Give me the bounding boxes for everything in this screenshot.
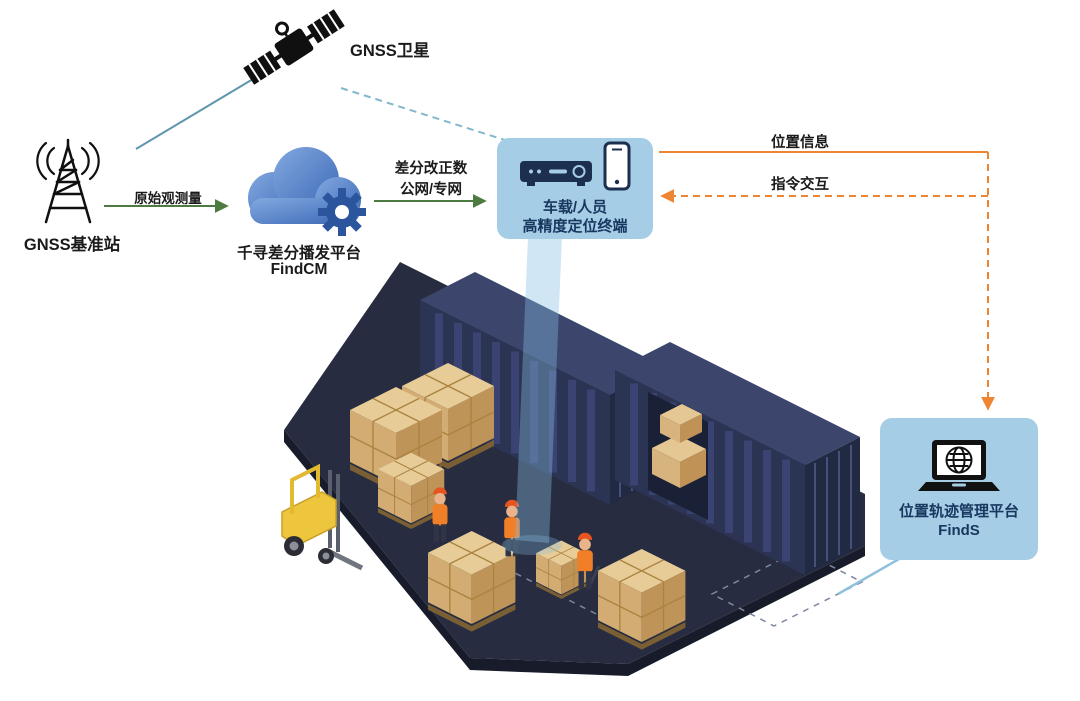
cloud-icon [248,147,366,236]
cloud-platform-product: FindCM [270,261,328,278]
correction-label-line2: 公网/专网 [399,182,463,198]
cloud-platform-name: 千寻差分播发平台 [236,245,361,262]
base-station-label: GNSS基准站 [23,236,121,254]
correction-label-line1: 差分改正数 [394,161,468,177]
position-info-label: 位置信息 [771,135,829,151]
terminal-label-line2: 高精度定位终端 [522,218,628,235]
terminal-node: 车载/人员 高精度定位终端 [497,138,653,239]
command-label: 指令交互 [771,177,829,193]
arrow-position-info [659,151,995,411]
receiver-icon [520,161,592,186]
link-satellite-basestation [135,72,264,150]
satellite-label: GNSS卫星 [350,42,430,60]
warehouse-scene [281,262,865,676]
raw-observation-label: 原始观测量 [134,191,202,206]
terminal-icons [519,141,631,191]
terminal-label-line1: 车载/人员 [542,199,608,216]
container-2-open-door [648,392,708,520]
finds-label-line1: 位置轨迹管理平台 [898,502,1019,520]
forklift-icon [281,463,364,571]
base-station-icon [36,138,100,224]
positioning-beam [502,237,562,555]
satellite-icon [243,9,345,85]
gear-icon [318,188,366,236]
finds-callout-tail [837,557,900,596]
link-satellite-terminal [340,87,509,142]
finds-label-line2: FindS [938,521,980,539]
management-platform-node: 位置轨迹管理平台 FindS [880,418,1038,560]
smartphone-icon [603,141,631,191]
laptop-globe-icon [918,439,1000,491]
